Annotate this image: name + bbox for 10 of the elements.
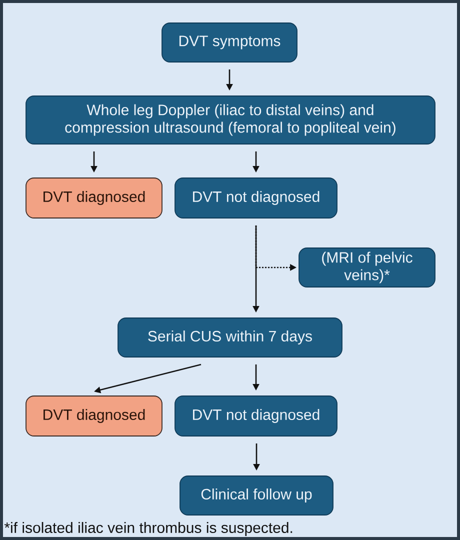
process-box: (MRI of pelvic veins)* [298, 248, 436, 288]
diagnosis-box: DVT diagnosed [26, 178, 162, 218]
process-box: DVT not diagnosed [174, 178, 338, 218]
process-box: Serial CUS within 7 days [118, 318, 342, 358]
process-box: Whole leg Doppler (iliac to distal veins) and compression ultrasound (femoral to popliteal vein) [26, 96, 436, 144]
process-box: Clinical follow up [180, 476, 334, 516]
process-box: DVT symptoms [162, 22, 298, 62]
diagnosis-box: DVT diagnosed [26, 396, 162, 436]
process-box: DVT not diagnosed [174, 396, 338, 436]
footnote: *if isolated iliac vein thrombus is suspected. [4, 522, 292, 536]
